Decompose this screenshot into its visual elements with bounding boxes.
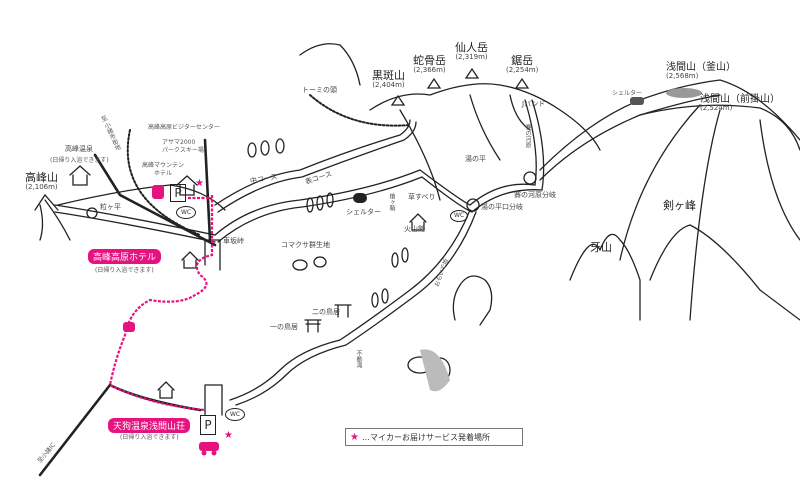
label-ninotorii: 二の鳥居 <box>312 308 340 316</box>
peak-name: 剣ヶ峰 <box>663 199 696 212</box>
parking-icon: P <box>170 184 186 202</box>
peak-kurofu: 黒斑山(2,404m) <box>372 69 405 90</box>
label-sainokawara-junction: 賽の河原分岐 <box>514 191 556 199</box>
label-jband: Jバンド <box>522 100 546 108</box>
label-yunotaira: 湯の平 <box>465 155 486 163</box>
car-icons <box>123 185 219 456</box>
label-ichinotorii: 一の鳥居 <box>270 323 298 331</box>
wc-icon: WC <box>450 210 468 222</box>
peak-name: 鋸岳 <box>511 54 534 67</box>
label-tomi: トーミの頭 <box>302 86 337 94</box>
peak-name: 高峰山 <box>25 171 58 184</box>
badge-kogen-hotel: 高峰高原ホテル <box>88 249 162 264</box>
note-sanso: (日帰り入浴できます) <box>120 434 179 441</box>
badge-sanso: 天狗温泉浅間山荘 <box>108 418 191 433</box>
note-kogen-hotel: (日帰り入浴できます) <box>95 267 154 274</box>
star-icon: ★ <box>350 431 359 443</box>
peak-elevation: (2,319m) <box>455 53 488 62</box>
label-ski-2: パークスキー場 <box>162 147 204 154</box>
peak-elevation: (2,404m) <box>372 81 405 90</box>
peak-kengamine: 剣ヶ峰 <box>663 199 696 212</box>
peak-name: 蛇骨岳 <box>413 54 446 67</box>
label-kazankan: 火山館 <box>404 225 425 233</box>
legend: ★ …マイカーお届けサービス発着場所 <box>345 428 523 446</box>
peak-elevation: (2,568m) <box>666 72 699 80</box>
label-yarigasaya: 槍ヶ鞘 <box>388 193 395 211</box>
peak-takamine: 高峰山(2,106m) <box>25 171 58 192</box>
peak-name: 仙人岳 <box>455 41 488 54</box>
peak-elevation: (2,366m) <box>413 66 446 75</box>
peak-name: 浅間山（釜山） <box>666 62 736 73</box>
peak-kamayama: 浅間山（釜山）(2,568m) <box>666 62 736 81</box>
label-kusasuberi: 草すべり <box>408 193 436 201</box>
label-sainokawara: 賽の河原 <box>524 124 531 148</box>
wc-icon: WC <box>176 206 196 219</box>
car-route <box>108 195 214 412</box>
star-icon: ★ <box>224 430 233 441</box>
legend-text: …マイカーお届けサービス発着場所 <box>361 432 490 442</box>
star-icon: ★ <box>195 178 204 189</box>
peak-kibayama: 牙山 <box>590 241 612 254</box>
label-ski-1: アサマ2000 <box>162 139 196 146</box>
label-shelter-2: シェルター <box>612 90 643 97</box>
label-mountain-hotel-2: ホテル <box>154 170 173 177</box>
peak-maekake: 浅間山（前掛山）(2,524m) <box>700 94 780 113</box>
note-takamine-onsen: (日帰り入浴できます) <box>50 157 109 164</box>
peak-jakotsu: 蛇骨岳(2,366m) <box>413 54 446 75</box>
label-takamine-onsen: 高峰温泉 <box>65 145 93 153</box>
label-visitor-center: 高峰高原ビジターセンター <box>148 124 220 131</box>
label-shelter-1: シェルター <box>346 208 381 216</box>
peak-name: 黒斑山 <box>372 69 405 82</box>
label-mountain-hotel-1: 高峰マウンテン <box>142 162 185 169</box>
peak-elevation: (2,524m) <box>700 104 733 112</box>
parking-icon: P <box>200 415 216 435</box>
label-tsubugadaira: 粒ヶ平 <box>100 203 121 211</box>
peak-sennin: 仙人岳(2,319m) <box>455 41 488 62</box>
label-fudotaki: 不動滝 <box>355 350 362 368</box>
label-komakusa: コマクサ群生地 <box>281 241 330 249</box>
peak-elevation: (2,254m) <box>506 66 539 75</box>
peak-elevation: (2,106m) <box>25 183 58 192</box>
peak-nokogiri: 鋸岳(2,254m) <box>506 54 539 75</box>
label-yunotaira-junction: 湯の平口分岐 <box>481 203 523 211</box>
wc-icon: WC <box>225 408 245 421</box>
trees <box>247 138 451 383</box>
peak-name: 牙山 <box>590 241 612 254</box>
peak-name: 浅間山（前掛山） <box>700 94 780 105</box>
label-kurumazaka: 車坂峠 <box>223 237 244 245</box>
kurofu-ridge <box>369 83 601 151</box>
